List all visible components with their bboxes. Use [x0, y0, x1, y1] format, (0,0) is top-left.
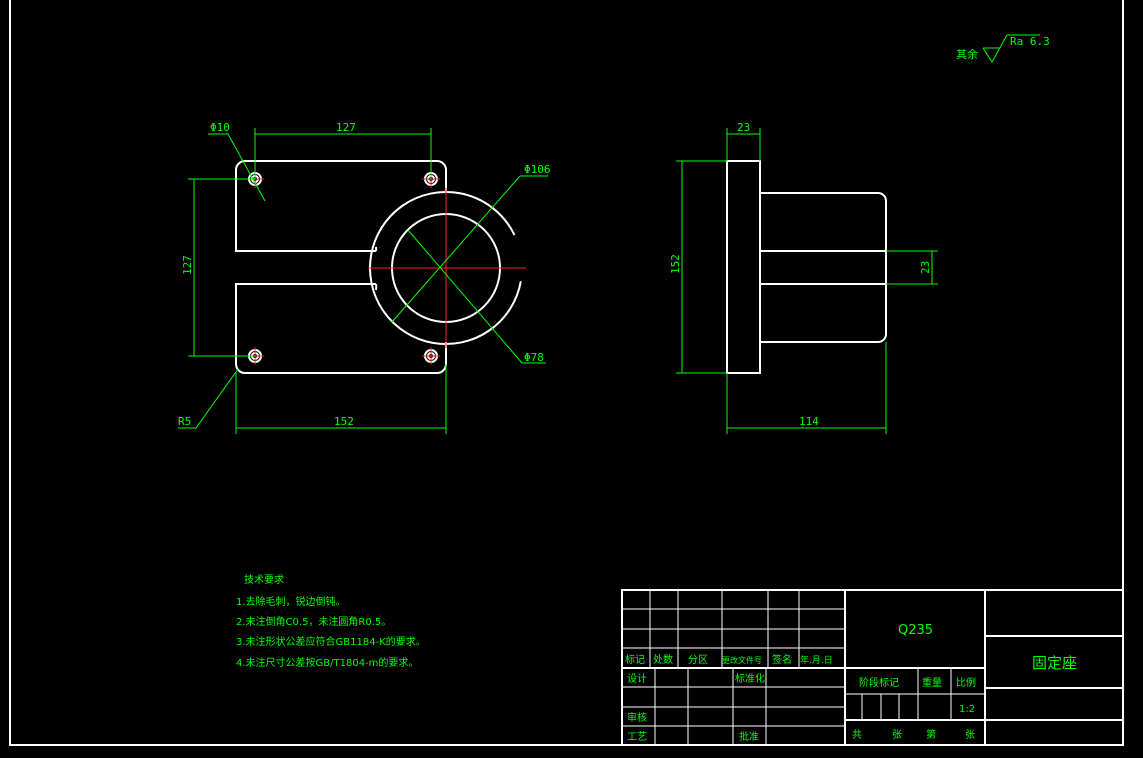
tech-title: 技术要求	[244, 573, 284, 586]
drawing-border	[9, 0, 1124, 746]
tech-item-4: 4.未注尺寸公差按GB/T1804-m的要求。	[236, 656, 418, 669]
label-standardization: 标准化	[735, 672, 765, 685]
dim-slot: 23	[919, 261, 932, 274]
tech-requirements: 技术要求 1.去除毛刺，锐边倒钝。 2.未注倒角C0.5，未注圆角R0.5。 3…	[236, 573, 426, 669]
dim-flange: 23	[737, 121, 750, 134]
header-sign: 签名	[772, 653, 792, 666]
dim-outer: Φ106	[524, 163, 551, 176]
roughness-value: Ra 6.3	[1010, 35, 1050, 48]
label-stage: 阶段标记	[859, 676, 899, 689]
dim-length: 114	[799, 415, 819, 428]
header-date: 年.月.日	[800, 654, 833, 666]
roughness-prefix: 其余	[956, 47, 978, 61]
label-design: 设计	[627, 672, 647, 685]
label-sheets: 张	[892, 729, 902, 741]
dim-hole: Φ10	[210, 121, 230, 134]
label-sheet-no: 第	[926, 728, 936, 741]
label-process: 工艺	[627, 731, 647, 743]
header-count: 处数	[653, 653, 673, 666]
front-view: 127 127 Φ10 Φ106 Φ78 R5 152	[178, 121, 551, 434]
label-total: 共	[852, 729, 862, 741]
label-scale: 比例	[956, 676, 976, 689]
side-view: 23 152 23 114	[669, 121, 938, 434]
dim-bottom: 152	[334, 415, 354, 428]
dim-inner: Φ78	[524, 351, 544, 364]
label-review: 审核	[627, 711, 647, 724]
dim-radius: R5	[178, 415, 191, 428]
material: Q235	[898, 623, 933, 638]
tech-item-1: 1.去除毛刺，锐边倒钝。	[236, 595, 346, 608]
header-mark: 标记	[625, 654, 645, 666]
header-doc: 更改文件号	[722, 655, 762, 665]
part-name: 固定座	[1032, 654, 1077, 672]
title-block: 标记 处数 分区 更改文件号 签名 年.月.日 设计 标准化 审核 工艺 批准 …	[621, 589, 1124, 746]
scale-value: 1:2	[959, 704, 975, 715]
tech-item-2: 2.未注倒角C0.5，未注圆角R0.5。	[236, 615, 391, 628]
dim-top: 127	[336, 121, 356, 134]
label-approve: 批准	[739, 730, 759, 743]
dim-height: 152	[669, 254, 682, 274]
header-zone: 分区	[688, 654, 708, 666]
tech-item-3: 3.未注形状公差应符合GB1184-K的要求。	[236, 635, 426, 648]
dim-left: 127	[181, 255, 194, 275]
label-weight: 重量	[922, 676, 942, 689]
roughness-symbol: 其余 Ra 6.3	[956, 34, 1050, 63]
label-sheets-2: 张	[965, 729, 975, 741]
